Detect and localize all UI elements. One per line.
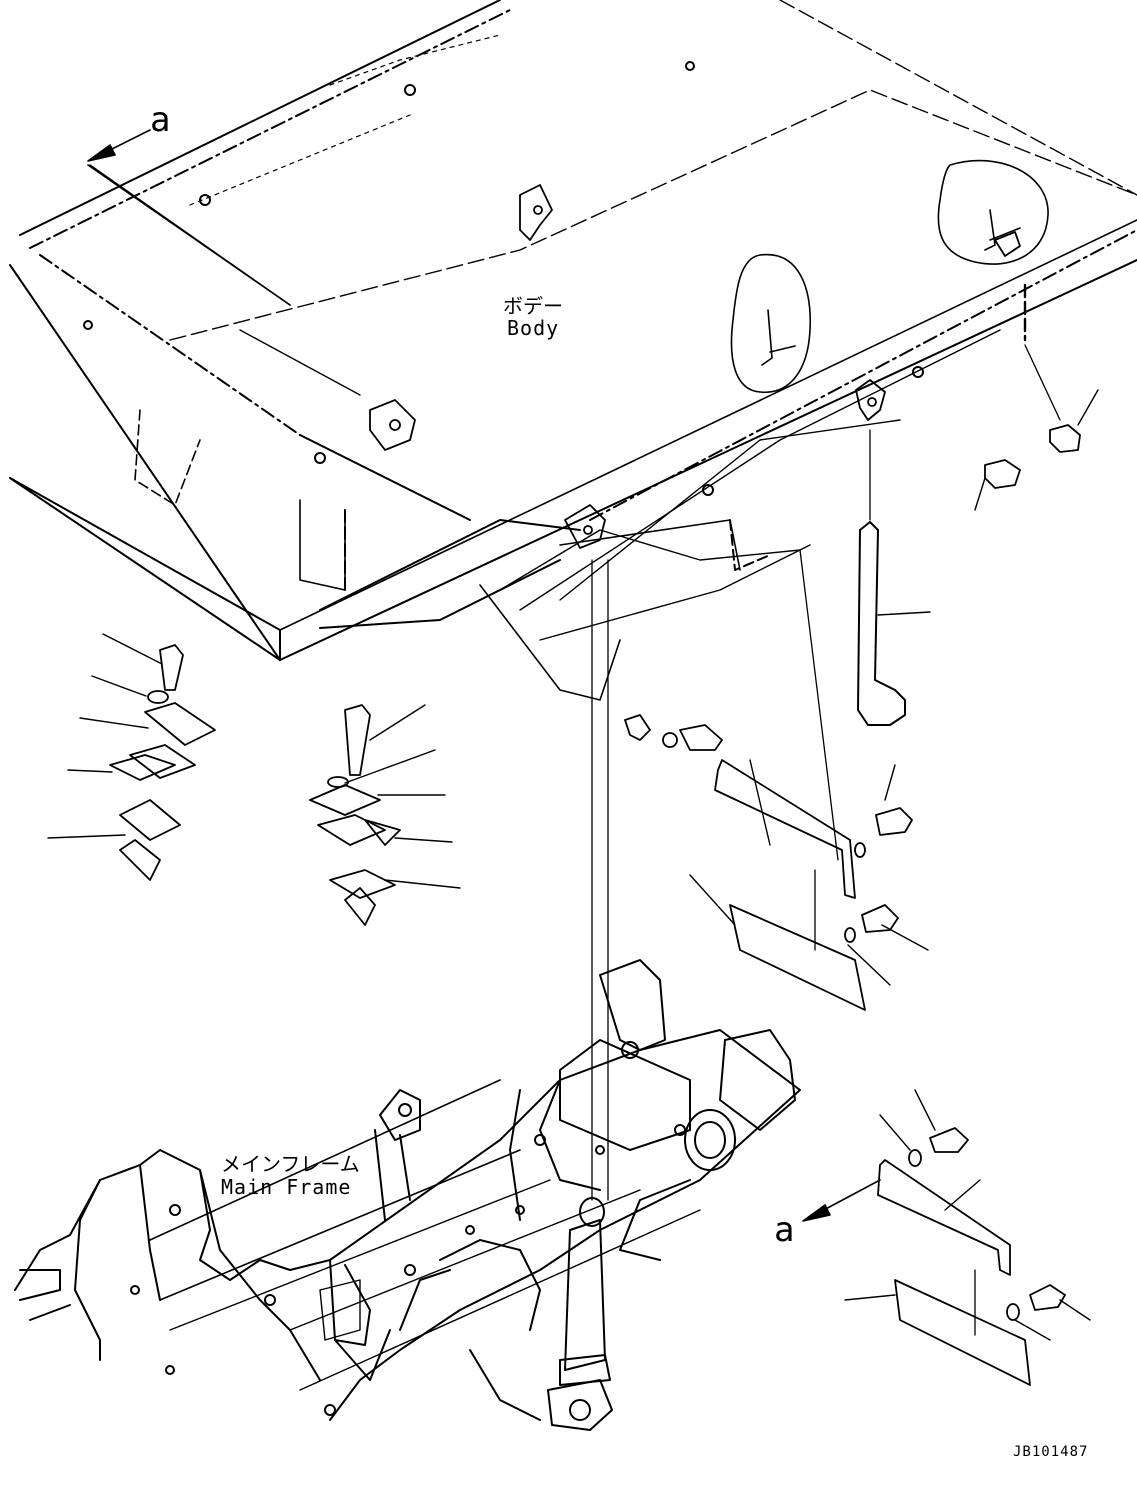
view-label-a-bottom: a: [774, 1210, 795, 1250]
main-frame-outline: [14, 959, 801, 1421]
dump-body-outline: [9, 0, 1137, 701]
hoist-cylinder: [547, 1197, 613, 1431]
body-label-en: Body: [507, 316, 560, 340]
main-frame-label-en: Main Frame: [221, 1175, 352, 1199]
alignment-lines: [591, 344, 1061, 1336]
view-arrow-a-top: [87, 129, 291, 306]
body-hinge-brackets: [369, 184, 1021, 549]
view-label-a-top: a: [150, 100, 171, 140]
main-frame-label-jp: メインフレーム: [221, 1152, 360, 1176]
hinge-bolts: [624, 389, 1099, 751]
right-protector-plates: [689, 759, 929, 1011]
rubber-pad-assembly-center: [309, 704, 461, 926]
drawing-code: JB101487: [1013, 1444, 1089, 1460]
body-support-rod: [857, 521, 931, 726]
body-label-jp: ボデー: [503, 294, 563, 318]
view-arrow-a-bottom: [802, 1179, 881, 1222]
rubber-pad-assembly-left: [47, 633, 216, 881]
detail-bubbles: [730, 159, 1049, 393]
bottom-right-protector-plates: [844, 1089, 1091, 1386]
